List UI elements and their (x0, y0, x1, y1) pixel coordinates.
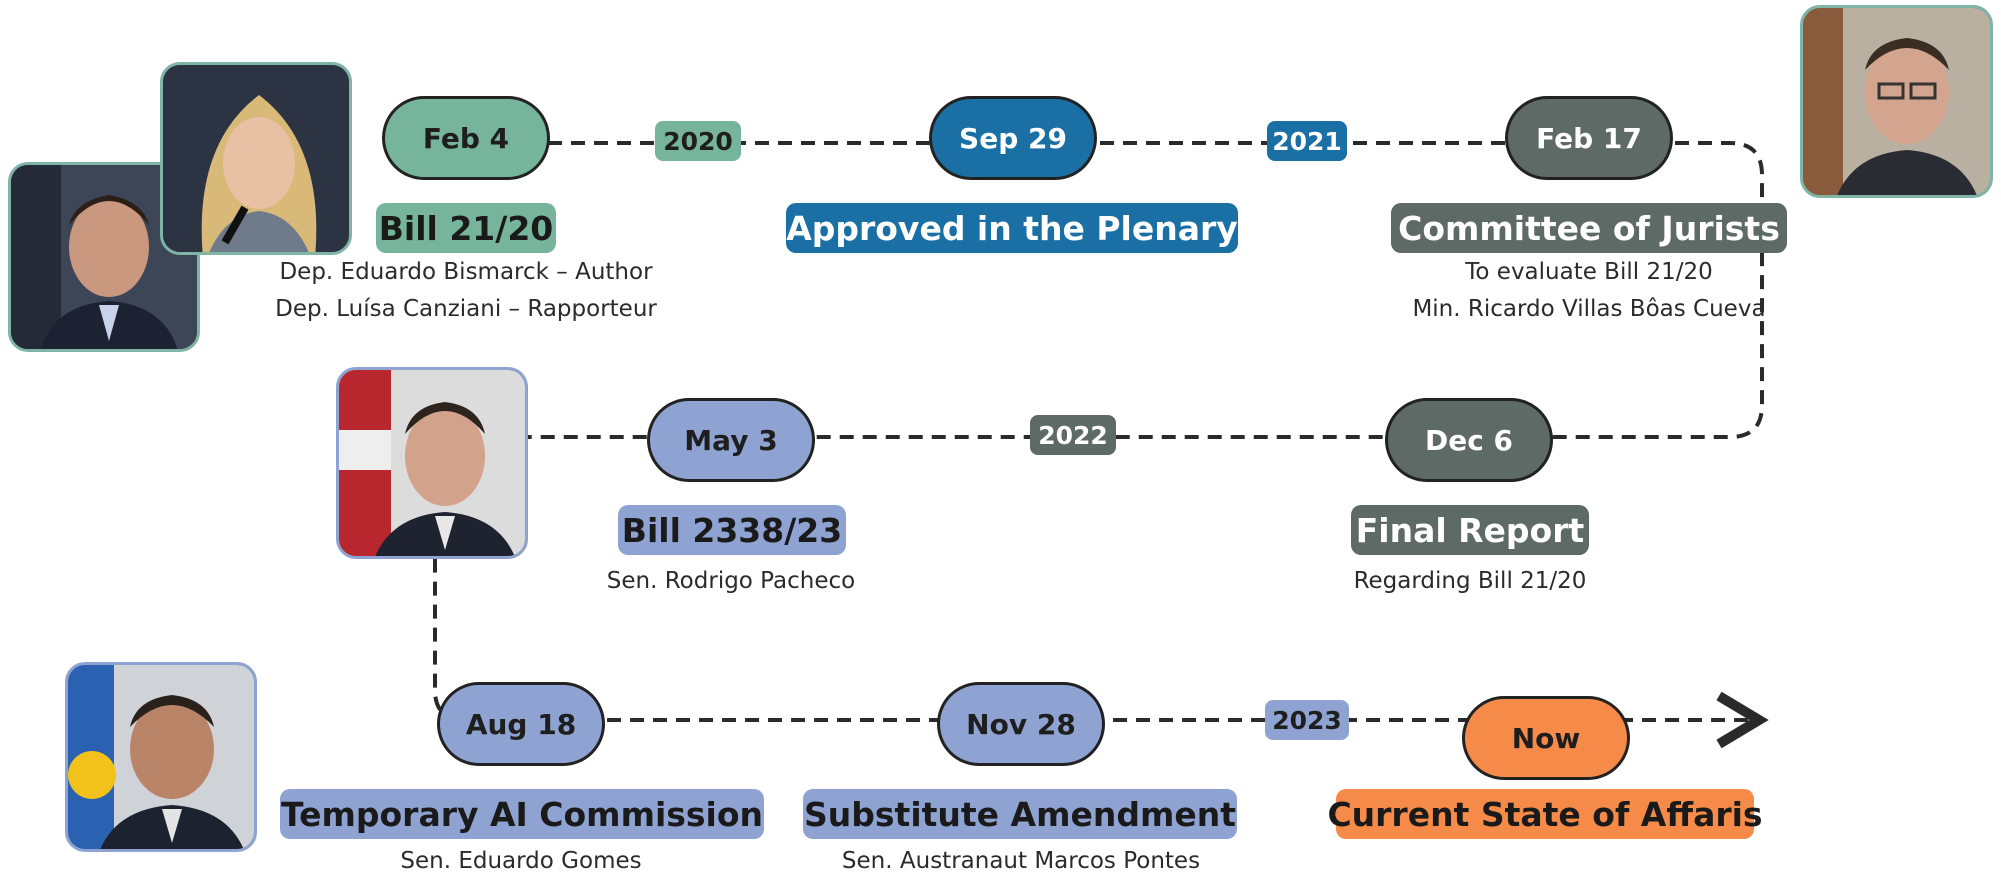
event-desc-nov-28: Sen. Austranaut Marcos Pontes (841, 848, 1201, 874)
rodrigo-pacheco-photo (336, 367, 528, 559)
event-title-current-state-of-affaris: Current State of Affaris (1327, 789, 1763, 839)
event-desc-feb-4-line2: Dep. Luísa Canziani – Rapporteur (275, 296, 657, 322)
year-label-2022: 2022 (1030, 415, 1116, 455)
event-title-committee-of-jurists: Committee of Jurists (1391, 203, 1787, 253)
event-date-may-3: May 3 (647, 398, 815, 482)
event-title-approved-in-the-plenary: Approved in the Plenary (786, 203, 1238, 253)
event-desc-dec-6: Regarding Bill 21/20 (1353, 568, 1587, 594)
year-label-2021: 2021 (1267, 121, 1347, 161)
luisa-canziani-photo (160, 62, 352, 255)
event-date-feb-17: Feb 17 (1505, 96, 1673, 180)
event-date-now: Now (1462, 696, 1630, 780)
event-title-bill-21-20: Bill 21/20 (376, 203, 556, 253)
event-title-substitute-amendment: Substitute Amendment (803, 789, 1237, 839)
event-desc-aug-18: Sen. Eduardo Gomes (400, 848, 642, 874)
event-date-nov-28: Nov 28 (937, 682, 1105, 766)
year-label-2020: 2020 (655, 121, 741, 161)
ricardo-villas-boas-cueva-photo (1800, 5, 1993, 198)
event-desc-feb-17-line2: Min. Ricardo Villas Bôas Cueva (1412, 296, 1766, 322)
eduardo-bismarck-photo (8, 162, 200, 352)
event-desc-feb-17-line1: To evaluate Bill 21/20 (1465, 259, 1713, 285)
eduardo-gomes-photo (65, 662, 257, 852)
year-label-2023: 2023 (1265, 700, 1349, 740)
event-date-dec-6: Dec 6 (1385, 398, 1553, 482)
event-desc-may-3: Sen. Rodrigo Pacheco (606, 568, 856, 594)
event-title-final-report: Final Report (1351, 505, 1589, 555)
event-date-feb-4: Feb 4 (382, 96, 550, 180)
event-title-temporary-ai-commission: Temporary AI Commission (280, 789, 764, 839)
event-title-bill-2338-23: Bill 2338/23 (618, 505, 846, 555)
event-date-sep-29: Sep 29 (929, 96, 1097, 180)
event-desc-feb-4-line1: Dep. Eduardo Bismarck – Author (279, 259, 653, 285)
event-date-aug-18: Aug 18 (437, 682, 605, 766)
